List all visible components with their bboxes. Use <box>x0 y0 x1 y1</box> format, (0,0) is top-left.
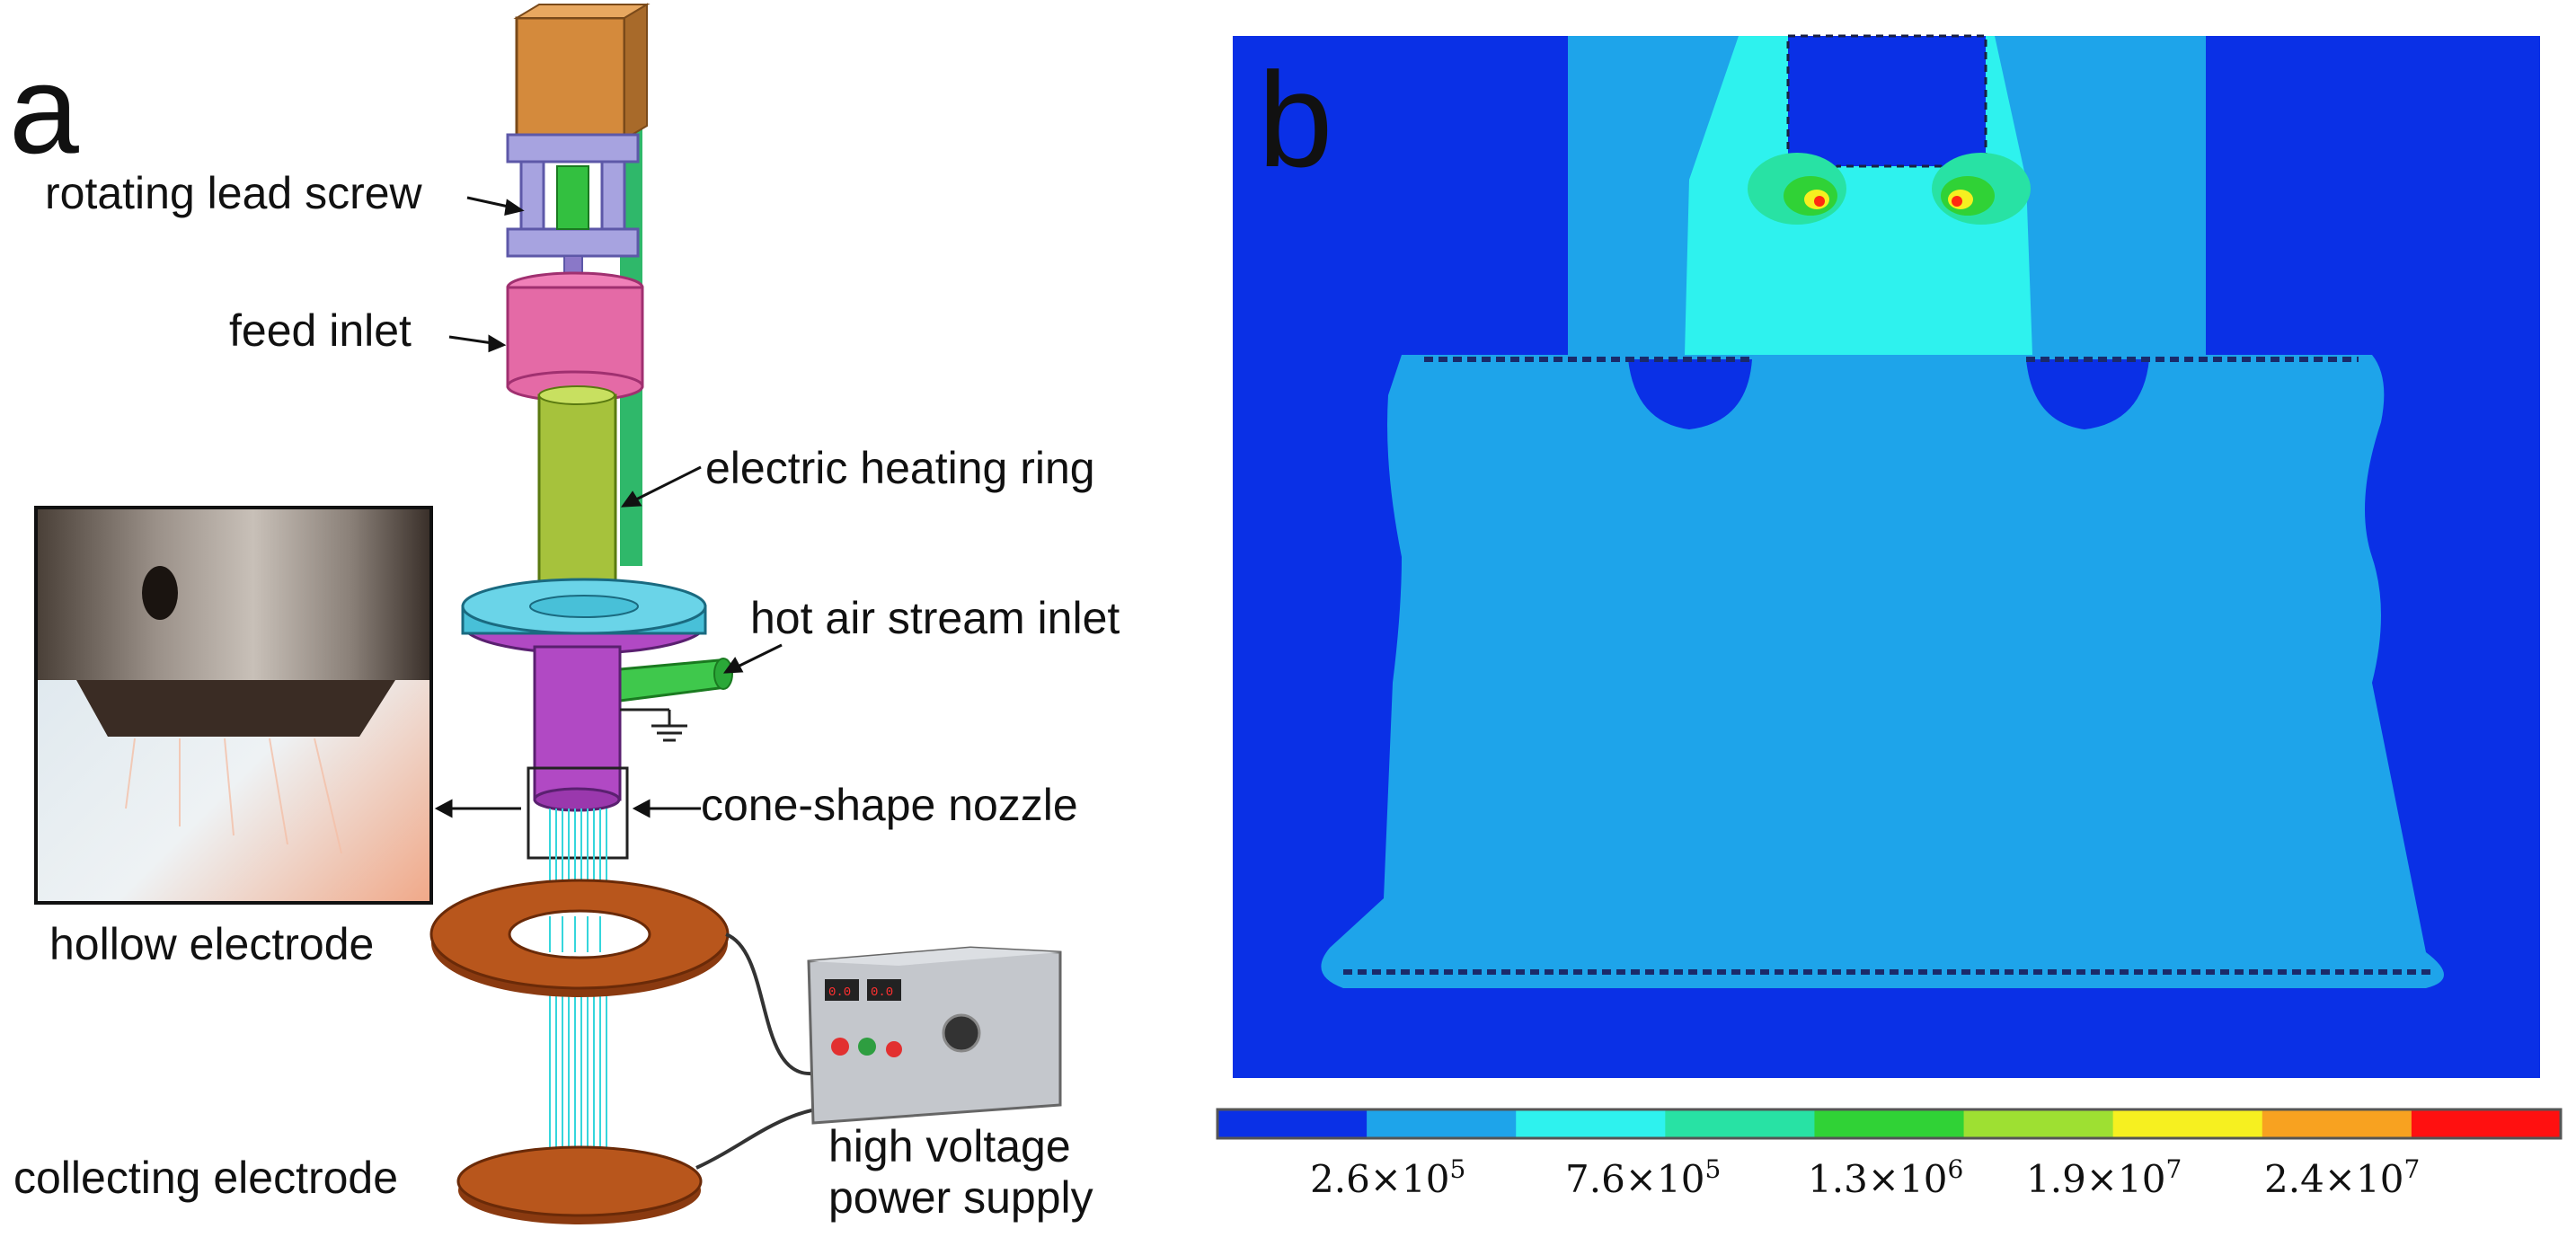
colorbar-labels: 2.6×105 7.6×105 1.3×106 1.9×107 2.4×107 <box>1310 1154 2420 1201</box>
flange <box>461 578 707 655</box>
air-inlet-pipe <box>618 658 733 703</box>
nozzle-zoom-box <box>527 766 629 860</box>
colorbar-swatch <box>1963 1109 2114 1138</box>
colorbar-label-4: 1.9×107 <box>2026 1154 2182 1201</box>
colorbar <box>1216 1108 2563 1140</box>
colorbar-swatch <box>2262 1109 2412 1138</box>
label-feed-inlet: feed inlet <box>229 305 412 356</box>
panel-b-letter: b <box>1258 44 1332 195</box>
field-hotspot-right <box>1932 153 2031 225</box>
label-hollow-electrode: hollow electrode <box>49 919 374 969</box>
lead-screw-frame <box>506 133 640 288</box>
label-power-supply: power supply <box>828 1172 1093 1223</box>
label-collecting-electrode: collecting electrode <box>13 1153 398 1203</box>
colorbar-swatch <box>1217 1109 1368 1138</box>
panel-b: b 2.6×105 7.6×105 1.3×106 1.9×107 2.4×10… <box>1216 34 2563 1201</box>
heating-ring-body <box>537 385 617 604</box>
panel-a: a <box>9 3 1120 1224</box>
field-pocket-right <box>2026 359 2149 429</box>
colorbar-label-3: 1.3×106 <box>1808 1154 1963 1201</box>
label-hot-air-stream-inlet: hot air stream inlet <box>750 593 1120 643</box>
hollow-electrode <box>429 879 730 997</box>
colorbar-swatch <box>1665 1109 1815 1138</box>
colorbar-frame <box>1216 1108 2563 1140</box>
colorbar-swatch <box>2112 1109 2263 1138</box>
nozzle-body <box>533 645 622 812</box>
svg-text:0.0: 0.0 <box>871 985 893 1000</box>
ground-icon <box>620 708 687 742</box>
colorbar-swatch <box>1516 1109 1666 1138</box>
feed-inlet-body <box>506 271 644 402</box>
colorbar-swatch <box>2411 1109 2562 1138</box>
label-high-voltage: high voltage <box>828 1121 1071 1171</box>
field-hotspot-left <box>1748 153 1846 225</box>
motor-block <box>513 3 651 141</box>
wire-hollow <box>725 932 814 1076</box>
power-supply-box: 0.0 0.0 <box>807 946 1062 1125</box>
colorbar-swatch <box>1367 1109 1517 1138</box>
colorbar-label-5: 2.4×107 <box>2264 1154 2420 1201</box>
field-dome <box>1685 337 2032 355</box>
field-pocket-left <box>1628 359 1752 429</box>
panel-a-letter: a <box>9 39 79 180</box>
field-bulk-region <box>1321 355 2444 988</box>
nozzle-photo <box>34 506 433 905</box>
field-needle <box>1786 34 1987 181</box>
label-rotating-lead-screw: rotating lead screw <box>45 168 423 218</box>
svg-text:0.0: 0.0 <box>828 985 851 1000</box>
label-cone-shape-nozzle: cone-shape nozzle <box>701 780 1078 830</box>
colorbar-swatch <box>1814 1109 1965 1138</box>
label-electric-heating-ring: electric heating ring <box>705 443 1095 493</box>
label-arrows <box>434 196 783 818</box>
collecting-electrode <box>456 1145 703 1224</box>
colorbar-label-1: 2.6×105 <box>1310 1154 1465 1201</box>
colorbar-label-2: 7.6×105 <box>1565 1154 1721 1201</box>
